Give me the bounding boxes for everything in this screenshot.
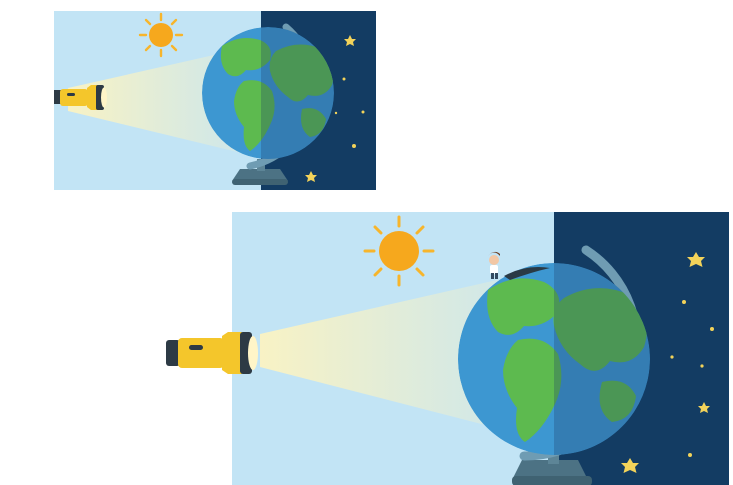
flashlight-icon <box>164 330 264 376</box>
scene-day-night-large <box>232 212 729 485</box>
star-icon <box>352 144 356 148</box>
star-icon <box>670 355 673 358</box>
sun-icon <box>140 14 182 56</box>
scene-day-night-small <box>54 11 376 190</box>
star-icon <box>335 112 337 114</box>
star-icon <box>700 364 703 367</box>
star-icon <box>688 453 692 457</box>
scene-small-svg <box>54 11 376 190</box>
scene-large-svg <box>232 212 729 485</box>
star-icon <box>710 327 714 331</box>
sun-icon <box>365 217 433 285</box>
star-icon <box>343 78 346 81</box>
star-icon <box>682 300 686 304</box>
star-icon <box>362 111 365 114</box>
